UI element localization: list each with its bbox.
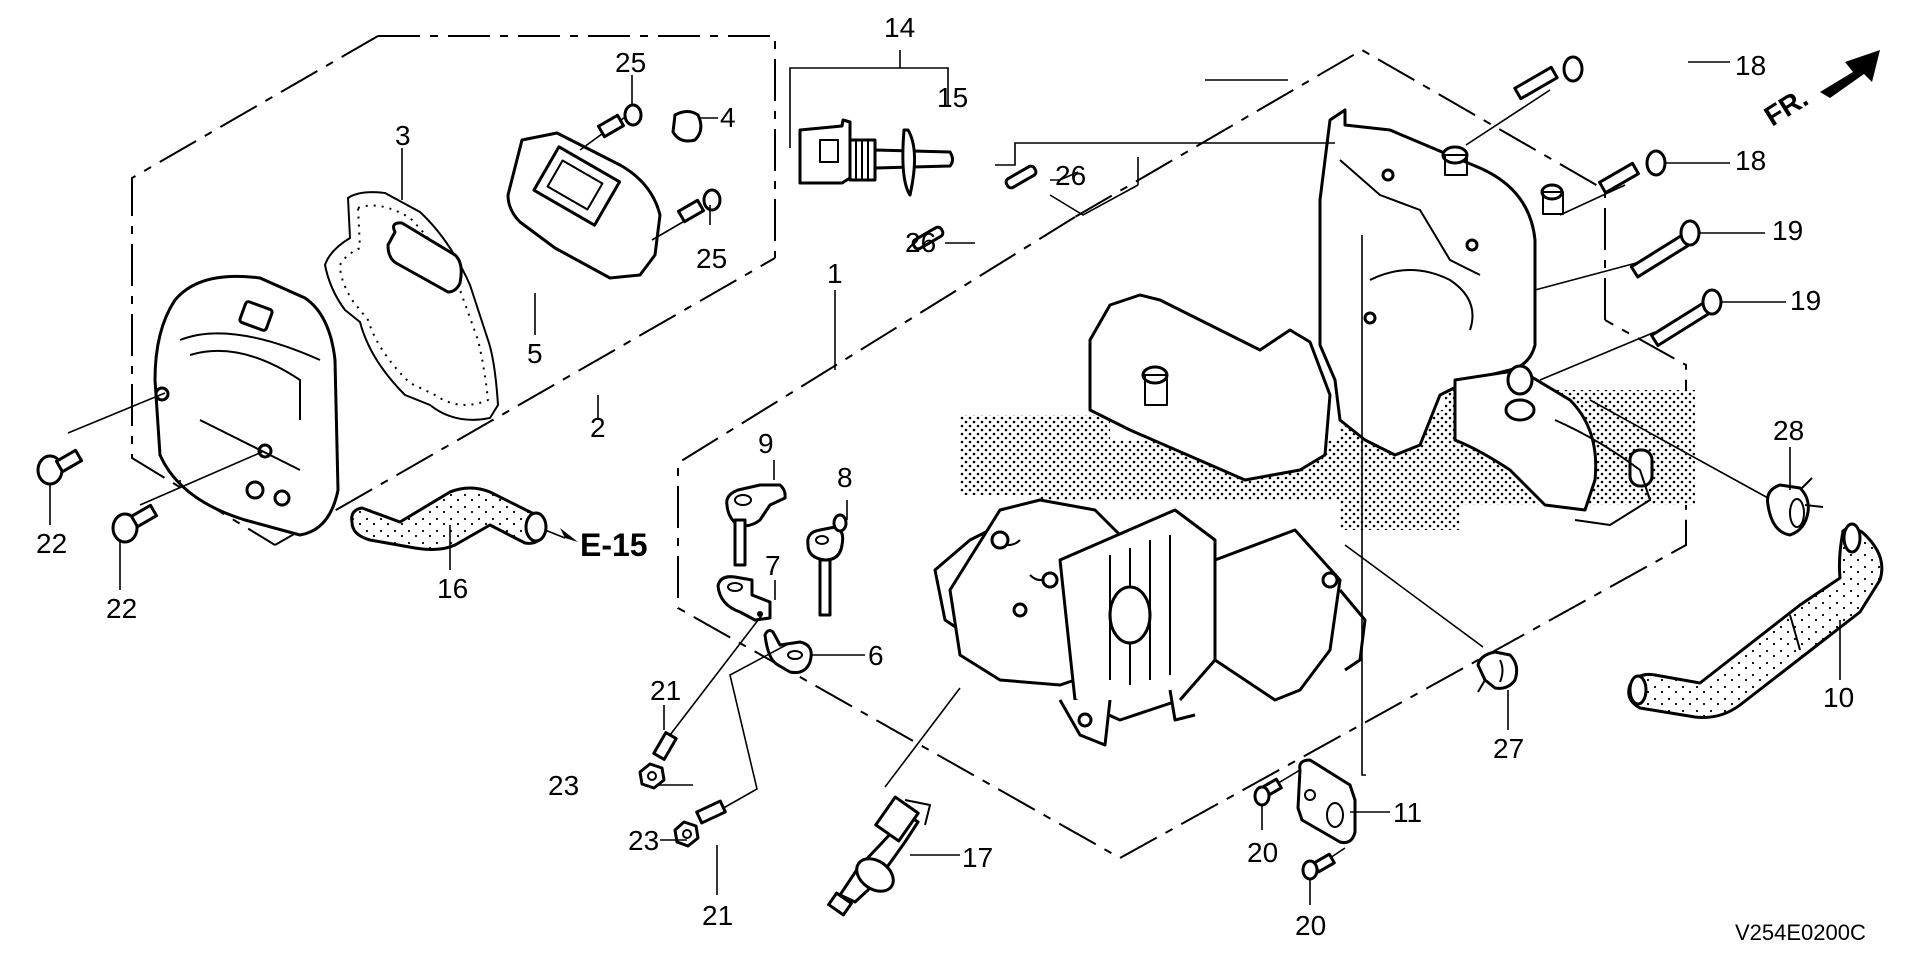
dowel-pin-26-left (911, 225, 945, 251)
callout-26-top[interactable]: 26 (1055, 160, 1086, 191)
callout-16[interactable]: 16 (437, 573, 468, 604)
callout-19-bottom[interactable]: 19 (1790, 285, 1821, 316)
callout-11[interactable]: 11 (1393, 797, 1422, 828)
callout-15[interactable]: 15 (937, 82, 968, 113)
callout-25-bottom[interactable]: 25 (696, 243, 727, 274)
callout-18-bottom[interactable]: 18 (1735, 145, 1766, 176)
callout-1[interactable]: 1 (827, 258, 843, 289)
valve-8 (806, 513, 848, 617)
callout-8[interactable]: 8 (837, 462, 853, 493)
spark-plug (827, 687, 961, 917)
cylinder-shroud (1318, 108, 1654, 526)
callout-19-top[interactable]: 19 (1772, 215, 1803, 246)
callout-23-top[interactable]: 23 (548, 770, 579, 801)
hose-10 (1627, 522, 1884, 719)
gasket-plate-11 (1296, 235, 1366, 844)
callout-21-bottom[interactable]: 21 (702, 900, 733, 931)
callout-17[interactable]: 17 (962, 842, 993, 873)
breather-chamber (506, 131, 662, 280)
cross-reference-e15[interactable]: E-15 (580, 527, 648, 563)
callout-2[interactable]: 2 (590, 412, 606, 443)
clip-27 (1344, 544, 1519, 693)
callout-7[interactable]: 7 (765, 550, 781, 581)
callout-18-top[interactable]: 18 (1735, 50, 1766, 81)
bolt-22-left (36, 392, 166, 486)
adjusting-screw-21-top (652, 614, 763, 761)
callout-21-top[interactable]: 21 (650, 675, 681, 706)
callout-22-right[interactable]: 22 (106, 593, 137, 624)
arrow-icon (1820, 50, 1880, 98)
callout-5[interactable]: 5 (527, 338, 543, 369)
adjusting-screw-21-bottom (695, 643, 789, 825)
callout-10[interactable]: 10 (1823, 682, 1854, 713)
clamp-28 (1589, 399, 1824, 537)
callout-25-top[interactable]: 25 (615, 47, 646, 78)
flange-bolt-19-top (1534, 219, 1701, 291)
screw-20-bottom (1301, 847, 1346, 881)
screw-25-top (579, 103, 643, 151)
rocker-arm-6 (763, 629, 813, 674)
callout-28[interactable]: 28 (1773, 415, 1804, 446)
callout-20-bottom[interactable]: 20 (1295, 910, 1326, 941)
leader-lines (49, 50, 1841, 905)
dowel-pin-26-top (1004, 164, 1038, 190)
front-direction-indicator: FR. (1759, 50, 1880, 132)
callout-26-left[interactable]: 26 (905, 227, 936, 258)
callout-4[interactable]: 4 (720, 102, 736, 133)
callout-20-top[interactable]: 20 (1247, 837, 1278, 868)
callout-23-bottom[interactable]: 23 (628, 825, 659, 856)
oil-filler-cap (798, 118, 954, 185)
rocker-arm-7 (716, 575, 772, 622)
o-ring (901, 128, 917, 197)
valve-9 (725, 483, 787, 567)
callouts: 1 2 3 4 5 6 7 8 9 10 11 14 15 16 17 18 1… (36, 12, 1854, 941)
callout-14[interactable]: 14 (884, 12, 915, 43)
callout-3[interactable]: 3 (395, 120, 411, 151)
nut-23-top (638, 762, 666, 790)
callout-6[interactable]: 6 (868, 640, 884, 671)
flange-bolt-18-top (1465, 55, 1584, 146)
grommet (671, 110, 703, 143)
callout-27[interactable]: 27 (1493, 733, 1524, 764)
breather-tube (350, 486, 578, 551)
breather-element (386, 221, 463, 294)
flange-bolt-19-bottom (1539, 288, 1723, 381)
bolt-22-right (111, 451, 263, 544)
callout-22-left[interactable]: 22 (36, 528, 67, 559)
flange-bolt-18-bottom (1559, 149, 1667, 216)
head-cover (153, 274, 340, 537)
head-cover-gasket (324, 191, 499, 421)
cylinder-body (933, 293, 1367, 747)
nut-23-bottom (673, 820, 700, 848)
drawing-code: V254E0200C (1735, 920, 1866, 945)
screw-25-bottom (651, 188, 722, 241)
callout-9[interactable]: 9 (758, 428, 774, 459)
screw-20-top (1253, 769, 1301, 807)
front-label: FR. (1759, 82, 1814, 132)
